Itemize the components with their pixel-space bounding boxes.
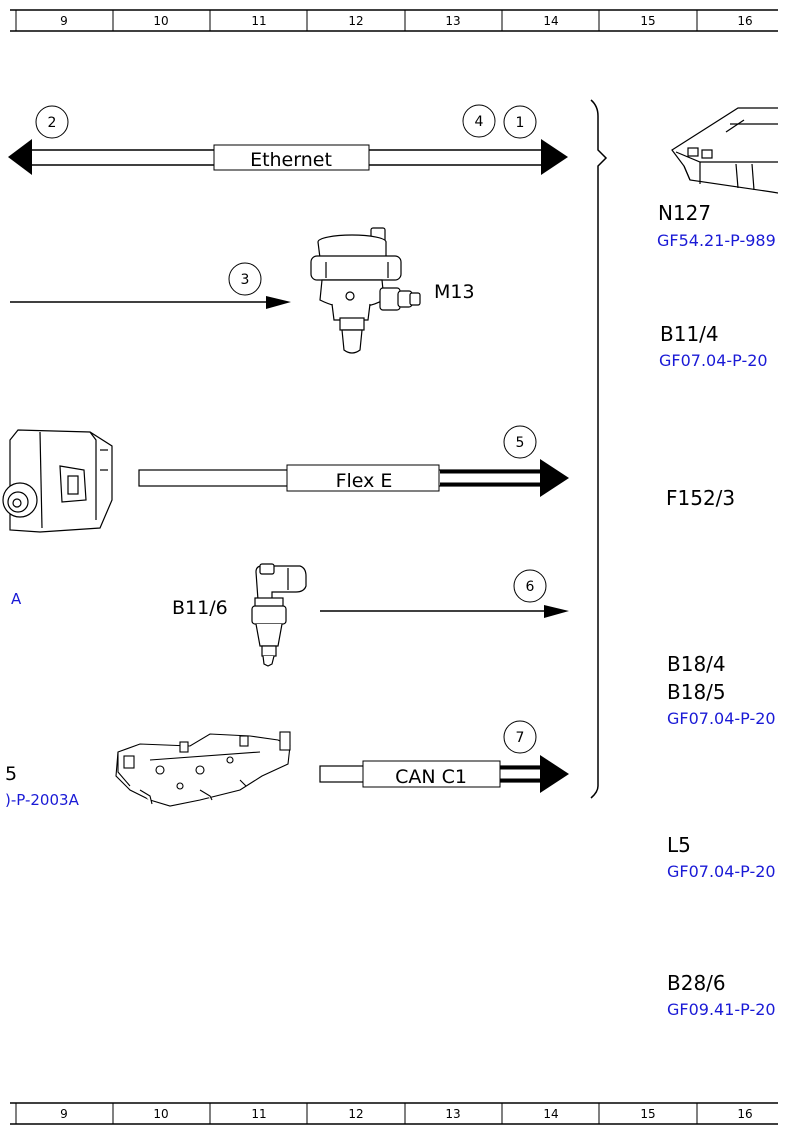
- svg-text:5: 5: [516, 435, 525, 451]
- ethernet-label: Ethernet: [250, 149, 332, 171]
- group-brace: [590, 99, 608, 799]
- can-c1-bus: CAN C1: [319, 755, 569, 793]
- flex-e-label: Flex E: [336, 470, 393, 492]
- grid-col-11-bottom: 11: [251, 1107, 266, 1121]
- svg-text:4: 4: [475, 114, 484, 130]
- grid-col-13: 13: [445, 14, 460, 28]
- arrow-right-icon: [540, 755, 569, 793]
- m13-pump-illustration: [310, 227, 421, 354]
- callout-6: 6: [513, 569, 547, 603]
- callout-4: 4: [462, 104, 496, 138]
- f152-3-code: F152/3: [666, 486, 735, 510]
- svg-text:3: 3: [241, 272, 250, 288]
- b18-4-code: B18/4: [667, 652, 726, 676]
- callout-2: 2: [35, 105, 69, 139]
- m13-label: M13: [434, 281, 475, 303]
- n127-module-illustration: [671, 107, 778, 194]
- callout-1: 1: [503, 105, 537, 139]
- callout-5: 5: [503, 425, 537, 459]
- signal-line-6: [320, 605, 569, 618]
- n127-ref-link[interactable]: GF54.21-P-989: [657, 231, 776, 250]
- l5-ref-link[interactable]: GF07.04-P-20: [667, 862, 776, 881]
- callout-7: 7: [503, 720, 537, 754]
- n127-code: N127: [658, 201, 711, 225]
- grid-col-16: 16: [737, 14, 752, 28]
- flex-e-bus: Flex E: [138, 459, 569, 497]
- grid-col-11: 11: [251, 14, 266, 28]
- callout-3: 3: [228, 262, 262, 296]
- grid-col-15: 15: [640, 14, 655, 28]
- grid-col-9-bottom: 9: [60, 1107, 68, 1121]
- arrow-right-icon: [544, 605, 569, 618]
- arrow-left-icon: [8, 139, 32, 175]
- b18-ref-link[interactable]: GF07.04-P-20: [667, 709, 776, 728]
- can-c1-label: CAN C1: [395, 766, 467, 788]
- b28-6-code: B28/6: [667, 971, 726, 995]
- left-ref-a: A: [11, 590, 22, 608]
- svg-text:7: 7: [516, 730, 525, 746]
- signal-line-3: [10, 296, 291, 309]
- b11-4-ref-link[interactable]: GF07.04-P-20: [659, 351, 768, 370]
- svg-text:6: 6: [526, 579, 535, 595]
- ethernet-bus: Ethernet: [8, 139, 568, 175]
- b11-6-label: B11/6: [172, 597, 228, 619]
- b11-4-code: B11/4: [660, 322, 719, 346]
- svg-text:2: 2: [48, 115, 57, 131]
- grid-col-10-bottom: 10: [153, 1107, 168, 1121]
- arrow-right-icon: [540, 459, 569, 497]
- bottom-grid-ruler: 9 10 11 12 13 14 15 16: [10, 1102, 778, 1125]
- b11-6-sensor-illustration: [251, 563, 307, 667]
- grid-col-15-bottom: 15: [640, 1107, 655, 1121]
- actuator-illustration: [2, 429, 113, 533]
- grid-col-12: 12: [348, 14, 363, 28]
- arrow-right-icon: [541, 139, 568, 175]
- valve-body-illustration: [115, 731, 291, 807]
- b28-6-ref-link[interactable]: GF09.41-P-20: [667, 1000, 776, 1019]
- svg-text:1: 1: [516, 115, 525, 131]
- arrow-right-icon: [266, 296, 291, 309]
- left-5-ref: )-P-2003A: [5, 791, 80, 809]
- grid-col-14: 14: [543, 14, 558, 28]
- top-grid-ruler: 9 10 11 12 13 14 15 16: [10, 9, 778, 32]
- grid-col-16-bottom: 16: [737, 1107, 752, 1121]
- left-5-label: 5: [5, 763, 17, 785]
- l5-code: L5: [667, 833, 691, 857]
- b18-5-code: B18/5: [667, 680, 726, 704]
- grid-col-9: 9: [60, 14, 68, 28]
- grid-col-10: 10: [153, 14, 168, 28]
- grid-col-13-bottom: 13: [445, 1107, 460, 1121]
- grid-col-12-bottom: 12: [348, 1107, 363, 1121]
- grid-col-14-bottom: 14: [543, 1107, 558, 1121]
